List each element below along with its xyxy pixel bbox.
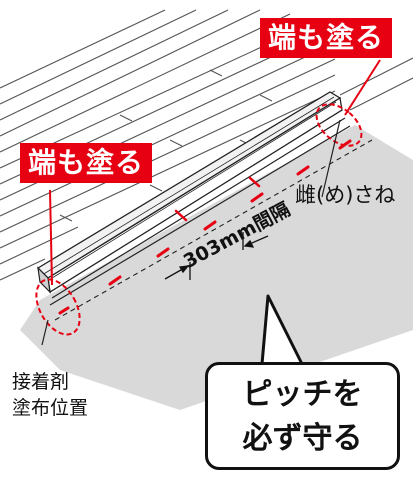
pitch-callout-line1: ピッチを — [242, 377, 363, 412]
floor-board — [36, 91, 343, 294]
edge-highlight-right — [315, 103, 363, 147]
floor-right-hatch — [339, 57, 413, 111]
subfloor-surface — [20, 125, 413, 410]
adhesive-position-label-line1: 接着剤 — [12, 371, 70, 393]
leader-lines — [41, 59, 381, 346]
edge-highlight-left — [35, 278, 81, 336]
tongue-groove-edge — [49, 117, 351, 306]
tongue-groove-label: 雌(め)さね — [295, 183, 396, 207]
adhesive-marks — [58, 139, 352, 315]
pitch-callout-line2: 必ず守る — [242, 421, 363, 456]
paint-edge-label-top: 端も塗る — [260, 18, 393, 58]
board-ticks — [174, 176, 261, 222]
adhesive-guide-line — [54, 139, 373, 321]
adhesive-position-label-line2: 塗布位置 — [12, 397, 89, 419]
pitch-callout: ピッチを 必ず守る — [205, 362, 400, 470]
spacing-dimension — [164, 232, 269, 280]
paint-edge-label-left: 端も塗る — [20, 143, 153, 183]
